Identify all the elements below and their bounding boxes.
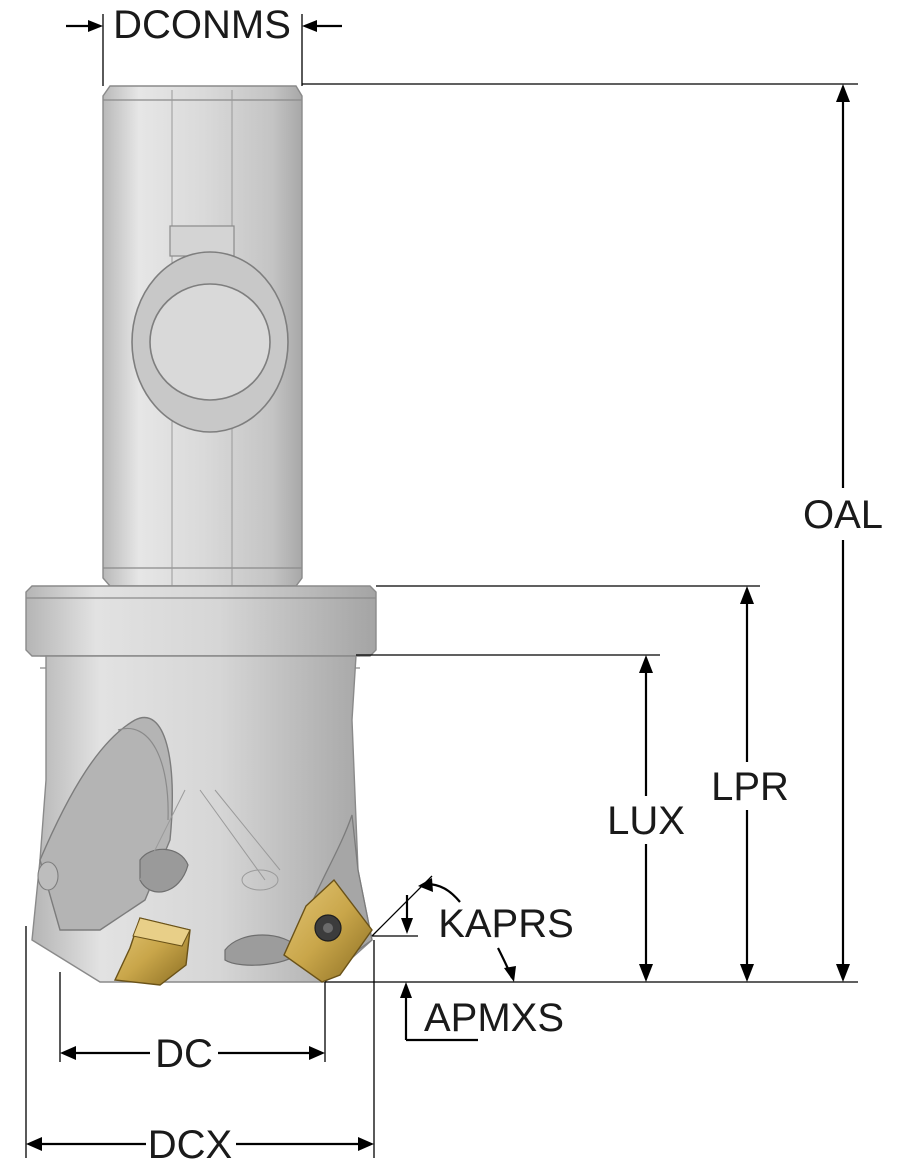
- shank-clamp-flat: [131, 225, 289, 433]
- label-dconms: DCONMS: [113, 3, 291, 47]
- label-oal: OAL: [803, 493, 883, 537]
- label-lux: LUX: [607, 799, 685, 843]
- dim-dcx: DCX: [25, 926, 375, 1167]
- collar: [25, 585, 377, 657]
- dim-apmxs: APMXS: [400, 982, 564, 1042]
- label-dcx: DCX: [148, 1123, 232, 1167]
- dim-lpr: LPR: [376, 585, 789, 982]
- label-lpr: LPR: [711, 765, 789, 809]
- cutting-insert-left: [113, 917, 191, 986]
- dim-kaprs: KAPRS: [371, 875, 574, 982]
- cutting-insert-right: [283, 878, 373, 983]
- dim-lux: LUX: [356, 654, 685, 982]
- dim-dconms: DCONMS: [66, 3, 342, 86]
- label-apmxs: APMXS: [424, 996, 564, 1040]
- label-kaprs: KAPRS: [438, 902, 574, 946]
- cutter-body: [25, 85, 377, 983]
- chip-flute-left: [39, 717, 173, 931]
- label-dc: DC: [155, 1032, 213, 1076]
- coolant-channels: [139, 789, 281, 891]
- dim-oal: OAL: [302, 83, 883, 983]
- dim-dc: DC: [59, 972, 326, 1076]
